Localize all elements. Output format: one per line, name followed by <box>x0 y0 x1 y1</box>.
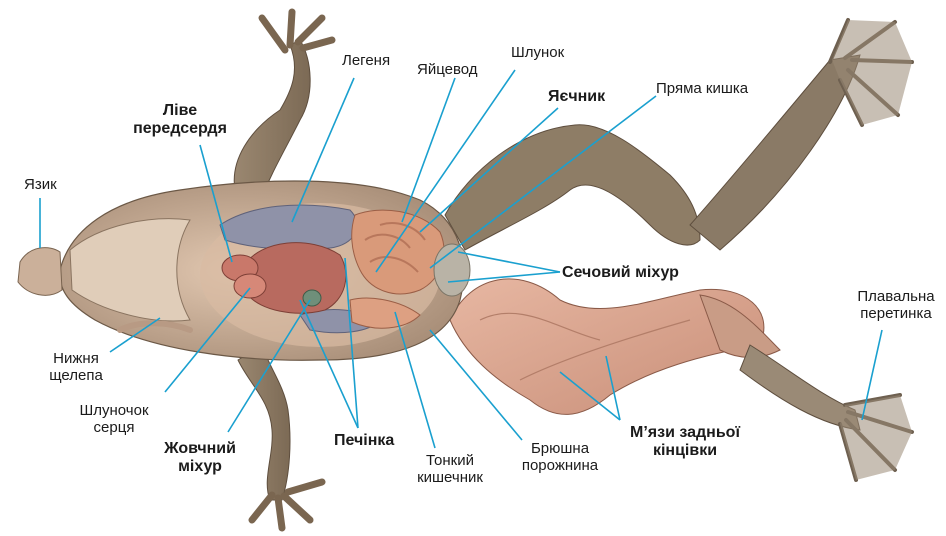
leader-oviduct <box>402 78 455 222</box>
label-lung: Легеня <box>342 52 390 69</box>
label-stomach: Шлунок <box>511 44 564 61</box>
label-tongue: Язик <box>24 176 57 193</box>
label-ovary: Яєчник <box>548 88 605 106</box>
label-oviduct: Яйцевод <box>417 61 478 78</box>
gallbladder <box>303 290 321 306</box>
label-bladder: Сечовий міхур <box>562 264 679 282</box>
label-liver: Печінка <box>334 432 394 450</box>
leader-bladder-1 <box>458 252 560 272</box>
label-rectum: Пряма кишка <box>656 80 748 97</box>
lower-front-leg <box>238 345 322 528</box>
upper-front-leg <box>234 12 332 198</box>
